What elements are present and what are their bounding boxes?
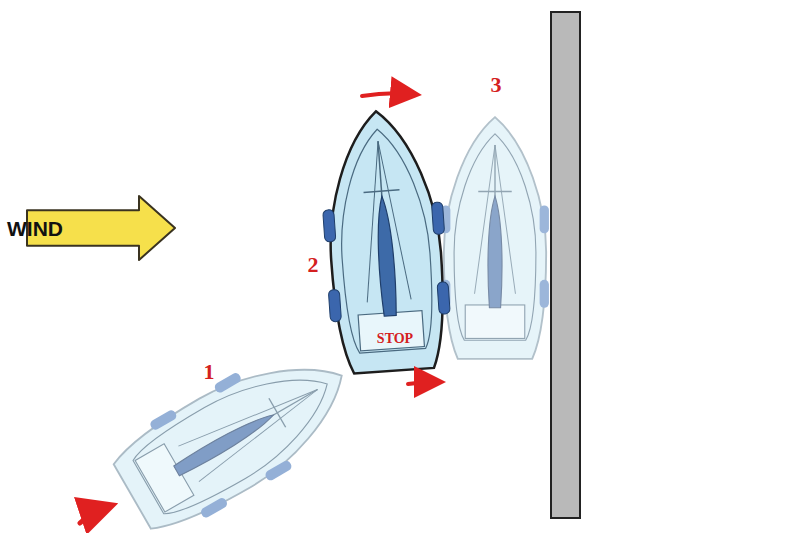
- wind-label: WIND: [7, 218, 63, 239]
- wind-arrow: WIND: [25, 194, 177, 262]
- callout-number: 3: [491, 74, 502, 96]
- callout-number: 2: [308, 254, 319, 276]
- stop-mark: STOP: [377, 332, 413, 346]
- callout-number: 1: [204, 361, 215, 383]
